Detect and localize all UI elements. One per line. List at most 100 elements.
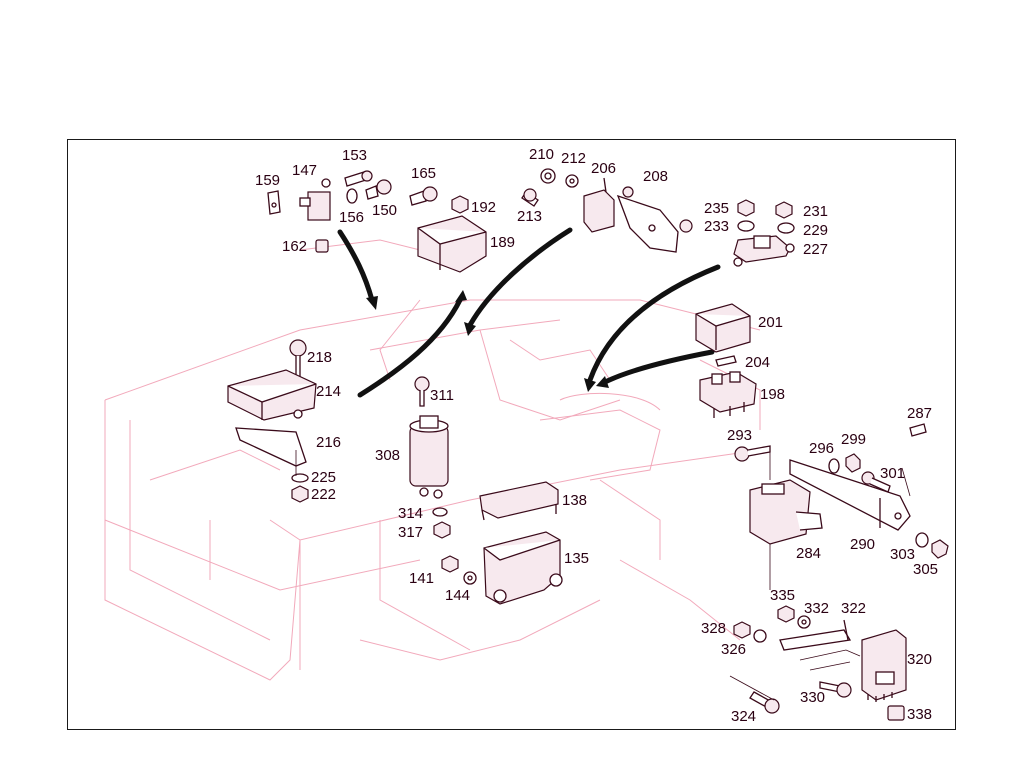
washer-212 [565,174,579,188]
label-144: 144 [445,587,470,604]
bracket-216 [235,409,307,467]
label-332: 332 [804,600,829,617]
nut-210 [540,168,556,184]
module-320 [861,629,907,702]
assembly-arrows [337,227,721,398]
bolt-218 [289,339,307,393]
nut-141 [441,555,459,573]
label-141: 141 [409,570,434,587]
bolt-293 [734,445,771,462]
label-162: 162 [282,238,307,255]
screw-165 [409,186,438,206]
label-320: 320 [907,651,932,668]
label-198: 198 [760,386,785,403]
label-153: 153 [342,147,367,164]
part-labels: 153 147 159 156 150 162 165 192 189 210 … [255,146,938,725]
cap-338 [887,705,905,721]
socket-198 [699,371,757,418]
label-330: 330 [800,689,825,706]
label-308: 308 [375,447,400,464]
label-189: 189 [490,234,515,251]
label-290: 290 [850,536,875,553]
label-229: 229 [803,222,828,239]
label-156: 156 [339,209,364,226]
rail-290 [789,459,911,531]
clip-159 [267,190,281,215]
label-303: 303 [890,546,915,563]
label-227: 227 [803,241,828,258]
washer-229 [777,222,795,234]
module-214 [227,369,317,421]
label-338: 338 [907,706,932,723]
diagram-frame [67,139,956,730]
label-210: 210 [529,146,554,163]
washer-326 [753,629,767,643]
washer-144 [463,571,477,585]
housing-135 [483,531,563,605]
screw-153 [344,170,373,187]
label-335: 335 [770,587,795,604]
label-192: 192 [471,199,496,216]
label-159: 159 [255,172,280,189]
label-222: 222 [311,486,336,503]
label-317: 317 [398,524,423,541]
cover-138 [479,481,559,521]
label-322: 322 [841,600,866,617]
label-213: 213 [517,208,542,225]
label-231: 231 [803,203,828,220]
label-212: 212 [561,150,586,167]
nut-235 [737,199,755,217]
label-138: 138 [562,492,587,509]
engine-bay-outline [104,239,761,681]
screw-301 [861,471,891,493]
washer-332 [797,615,811,629]
screw-324 [749,691,780,714]
label-311: 311 [430,387,454,404]
plug-287 [909,423,927,437]
label-225: 225 [311,469,336,486]
label-314: 314 [398,505,423,522]
label-204: 204 [745,354,770,371]
label-218: 218 [307,349,332,366]
label-296: 296 [809,440,834,457]
washer-296 [828,458,840,474]
nut-231 [775,201,793,219]
nut-305 [931,539,949,559]
nut-328 [733,621,751,639]
label-284: 284 [796,545,821,562]
washer-156 [346,188,358,204]
label-135: 135 [564,550,589,567]
relay-206 [583,177,615,233]
washer-303 [915,532,929,548]
fuse-204 [715,355,737,367]
label-287: 287 [907,405,932,422]
label-326: 326 [721,641,746,658]
label-233: 233 [704,218,729,235]
label-328: 328 [701,620,726,637]
label-201: 201 [758,314,783,331]
label-324: 324 [731,708,756,725]
label-299: 299 [841,431,866,448]
box-189 [417,215,487,273]
label-208: 208 [643,168,668,185]
label-235: 235 [704,200,729,217]
label-216: 216 [316,434,341,451]
bracket-208 [616,186,693,253]
valve-147 [299,178,331,221]
label-150: 150 [372,202,397,219]
label-301: 301 [880,465,905,482]
screw-150 [365,179,392,200]
nut-222 [291,485,309,503]
cap-162 [315,239,329,253]
relay-201 [695,303,751,353]
label-293: 293 [727,427,752,444]
nut-317 [433,521,451,539]
screw-213 [521,188,539,207]
nut-192 [451,195,469,214]
label-214: 214 [316,383,341,400]
relay-284 [749,479,823,545]
nut-335 [777,605,795,623]
washer-314 [432,507,448,517]
label-305: 305 [913,561,938,578]
